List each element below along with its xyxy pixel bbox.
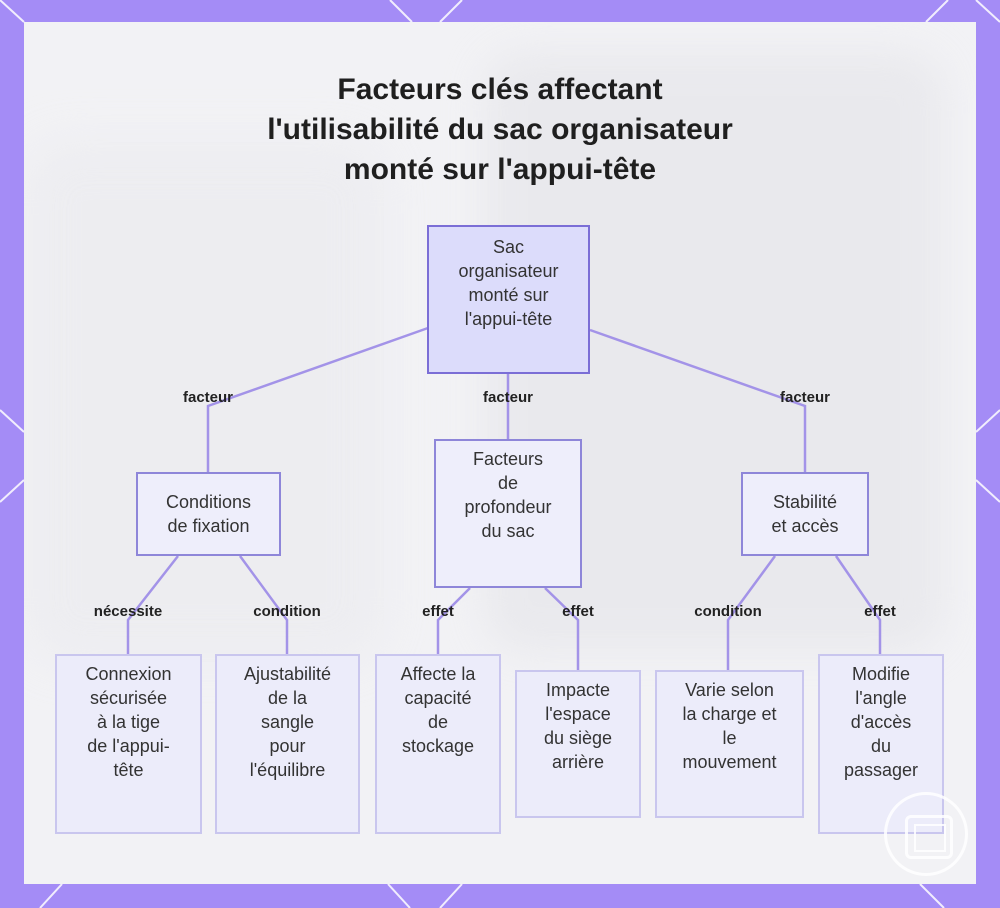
edge-stabilite-charge: [726, 555, 777, 670]
node-facteurs-profondeur: Facteurs de profondeur du sac: [434, 439, 582, 588]
node-espace-siege: Impacte l'espace du siège arrière: [515, 670, 641, 818]
edge-stabilite-angle: [834, 555, 882, 654]
edge-root-stabilite: [589, 328, 807, 472]
node-capacite-stockage: Affecte la capacité de stockage: [375, 654, 501, 834]
node-ajustabilite-sangle: Ajustabilité de la sangle pour l'équilib…: [215, 654, 360, 834]
edge-label: effet: [864, 603, 896, 620]
edge-label: nécessite: [93, 603, 163, 620]
edge-label: facteur: [482, 389, 534, 406]
edge-root-fixation: [206, 326, 429, 472]
node-conditions-fixation: Conditions de fixation: [136, 472, 281, 556]
edge-label: condition: [694, 603, 762, 620]
node-stabilite-acces: Stabilité et accès: [741, 472, 869, 556]
node-connexion-securisee: Connexion sécurisée à la tige de l'appui…: [55, 654, 202, 834]
edge-fixation-ajustabilite: [238, 555, 289, 654]
edge-label: facteur: [779, 389, 831, 406]
edge-profondeur-espace: [544, 587, 580, 670]
background-blur: [24, 142, 384, 662]
diagram-title: Facteurs clés affectant l'utilisabilité …: [267, 73, 733, 186]
node-root: Sac organisateur monté sur l'appui-tête: [427, 225, 590, 374]
edge-label: facteur: [182, 389, 234, 406]
edge-fixation-connexion: [126, 555, 179, 654]
edge-label: effet: [422, 603, 454, 620]
edge-profondeur-capacite: [436, 587, 471, 654]
node-charge-mouvement: Varie selon la charge et le mouvement: [655, 670, 804, 818]
watermark-logo-icon: [884, 792, 968, 876]
edge-label: effet: [562, 603, 594, 620]
edge-label: condition: [253, 603, 321, 620]
